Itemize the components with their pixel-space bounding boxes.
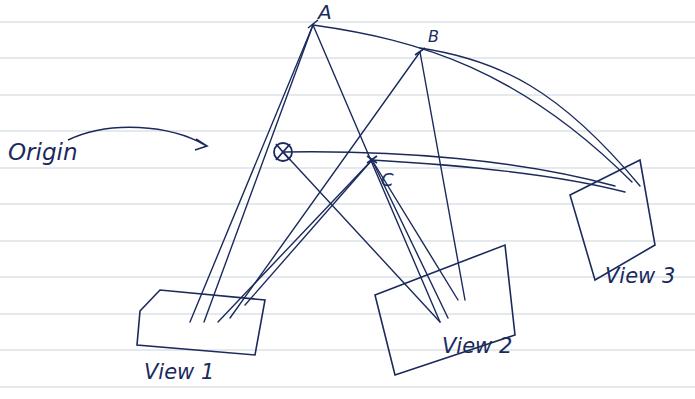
view-label: View 2 [442, 335, 512, 358]
point-label: B [428, 28, 439, 46]
view-label: View 1 [144, 361, 214, 384]
image-plane [370, 243, 535, 389]
leader-arrow [68, 127, 207, 150]
origin-symbol [274, 143, 292, 161]
camera-view: View 3 [565, 155, 690, 303]
camera-view: View 2 [370, 243, 535, 389]
ruled-lines [0, 22, 695, 387]
point-label: A [318, 1, 332, 23]
point-marks [308, 20, 425, 163]
point-label: C [381, 170, 394, 190]
origin-label: Origin [8, 140, 78, 165]
view-label: View 3 [605, 265, 675, 288]
projection-rays [190, 25, 640, 322]
camera-view: View 1 [132, 283, 277, 397]
